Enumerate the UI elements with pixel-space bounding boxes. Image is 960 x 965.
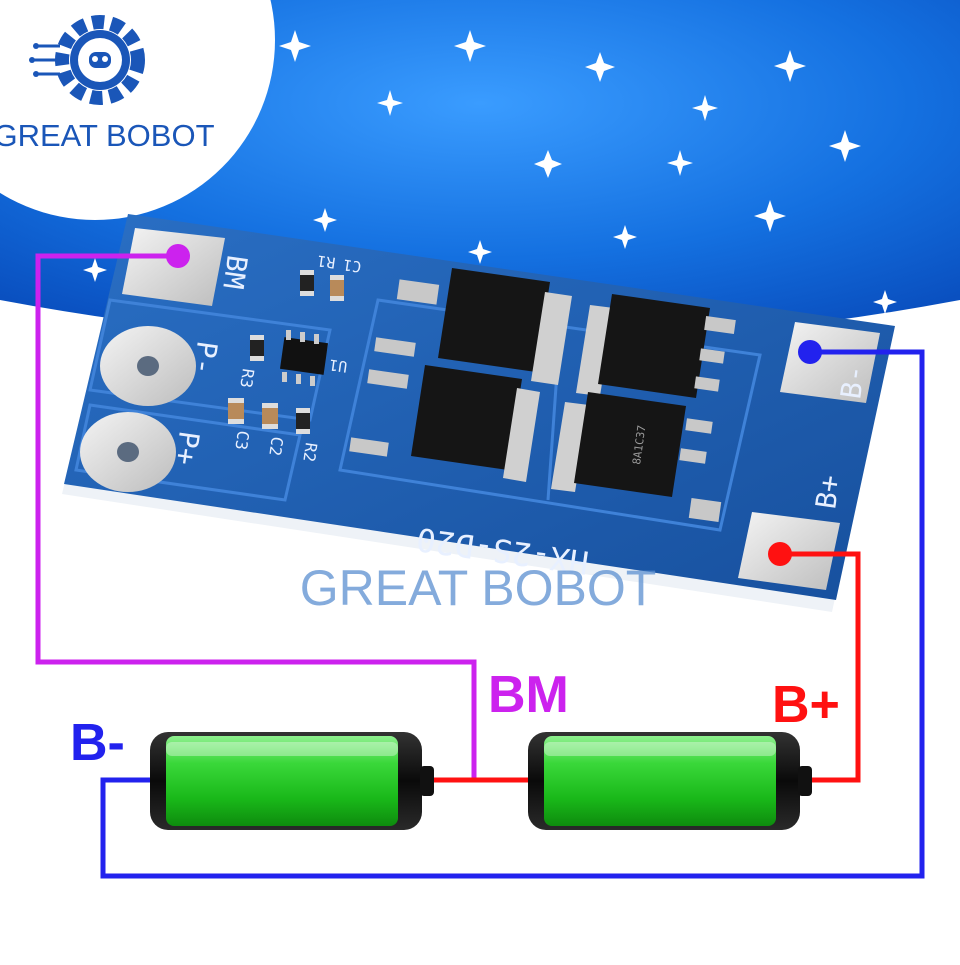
u1-chip: [279, 330, 329, 386]
b-plus-connection-dot: [768, 542, 792, 566]
sparkle-star-icon: [774, 50, 806, 82]
mosfet-chip-icon: [349, 365, 540, 482]
c2-label: C2: [265, 435, 286, 457]
sparkle-star-icon: [83, 258, 107, 282]
gear-robot-logo-icon: [29, 15, 145, 105]
mosfet-chip-icon: [367, 268, 572, 389]
c3-label: C3: [231, 429, 252, 451]
smd-components: [228, 270, 344, 434]
p-plus-pad: [80, 412, 176, 492]
b-minus-label: B-: [70, 714, 125, 772]
b-plus-silk-label: B+: [809, 473, 846, 511]
sparkle-star-icon: [692, 95, 718, 121]
sparkle-star-icon: [873, 290, 897, 314]
r1-resistor: [300, 270, 314, 296]
u1-label: U1: [328, 356, 348, 376]
r1-label: R1: [316, 252, 336, 272]
battery-cell-icon: [528, 732, 812, 830]
b-plus-wire: [780, 551, 861, 783]
mosfet-chip-icon: 8A1C37: [551, 392, 722, 522]
sparkles: [83, 30, 897, 314]
r2-resistor: [296, 408, 310, 434]
brand-name: GREAT BOBOT: [0, 118, 215, 153]
wires: [35, 253, 925, 879]
b-minus-connection-dot: [798, 340, 822, 364]
sparkle-star-icon: [534, 150, 562, 178]
sparkle-star-icon: [829, 130, 861, 162]
sparkle-star-icon: [585, 52, 615, 82]
bm-silk-label: BM: [216, 253, 253, 291]
sparkle-star-icon: [377, 90, 403, 116]
sparkle-star-icon: [667, 150, 693, 176]
battery-cell-icon: [150, 732, 434, 830]
sparkle-star-icon: [454, 30, 486, 62]
bm-label: BM: [488, 666, 569, 724]
b-plus-label: B+: [772, 676, 840, 734]
sparkle-star-icon: [279, 30, 311, 62]
sparkle-star-icon: [468, 240, 492, 264]
c2-capacitor: [262, 403, 278, 429]
c3-capacitor: [228, 398, 244, 424]
sparkle-star-icon: [313, 208, 337, 232]
r2-label: R2: [299, 441, 320, 463]
b-minus-silk-label: B-: [834, 363, 871, 401]
mosfet-marking: 8A1C37: [630, 424, 648, 465]
bm-connection-dot: [166, 244, 190, 268]
p-minus-pad: [100, 326, 196, 406]
mosfet-chip-icon: [576, 294, 736, 398]
r3-label: R3: [236, 367, 257, 389]
b-minus-wire: [100, 349, 925, 879]
brand-logo: GREAT BOBOT: [0, 0, 275, 220]
sparkle-star-icon: [754, 200, 786, 232]
sparkle-star-icon: [613, 225, 637, 249]
bm-wire: [35, 253, 477, 780]
r3-resistor: [250, 335, 264, 361]
c1-capacitor: [330, 275, 344, 301]
p-minus-silk-label: P-: [186, 339, 223, 377]
brand-watermark: GREAT BOBOT: [300, 560, 657, 616]
p-plus-silk-label: P+: [168, 429, 205, 467]
c1-label: C1: [342, 256, 362, 276]
